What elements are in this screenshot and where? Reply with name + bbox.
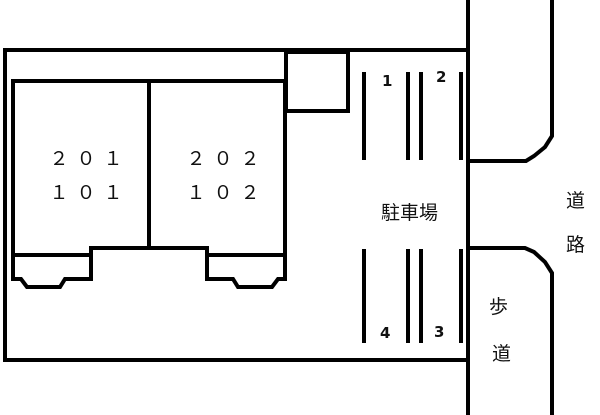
parking-lines-bottom (362, 249, 463, 343)
unit-number-upper: ２０１ (49, 148, 131, 170)
unit-number-upper: ２０２ (186, 148, 268, 170)
sidewalk-label-bottom: 道 (492, 343, 512, 365)
parking-lines-top (362, 72, 463, 160)
sidewalk-label-top: 歩 (489, 296, 509, 318)
building-outline (11, 79, 287, 289)
unit-number-lower: １０２ (186, 182, 268, 204)
unit-label-left: ２０１ １０１ (45, 142, 135, 210)
parking-space-4: 4 (380, 324, 391, 342)
sidewalk-outline (466, 0, 554, 415)
road-label-bottom: 路 (566, 234, 586, 256)
parking-lot-label: 駐車場 (381, 202, 439, 224)
utility-box (284, 50, 350, 113)
parking-space-1: 1 (382, 72, 393, 90)
parking-space-3: 3 (434, 323, 445, 341)
road-label-top: 道 (566, 190, 586, 212)
unit-number-lower: １０１ (49, 182, 131, 204)
unit-label-right: ２０２ １０２ (182, 142, 272, 210)
parking-space-2: 2 (436, 68, 447, 86)
